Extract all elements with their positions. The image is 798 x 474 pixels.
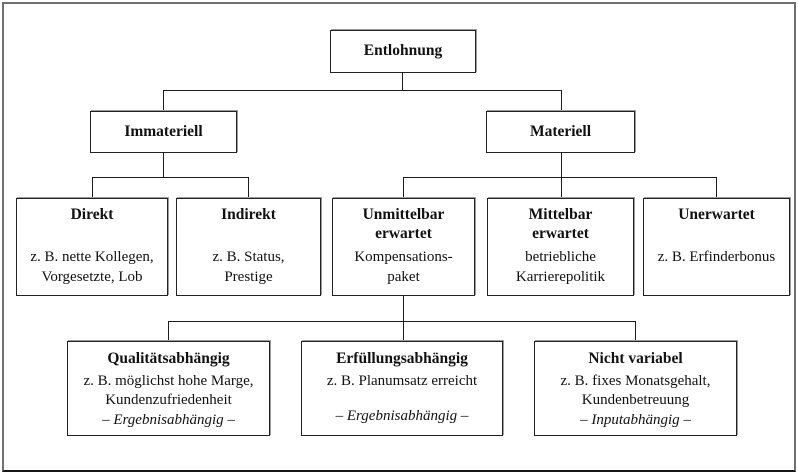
connector-materiell-stem <box>561 153 562 198</box>
node-title: Materiell <box>529 122 592 140</box>
connector-root-stem <box>402 73 403 91</box>
node-example-text: z. B. Planumsatz erreicht <box>326 372 478 389</box>
node-nicht-variabel: Nicht variabel z. B. fixes Monatsgehalt,… <box>534 341 737 436</box>
node-title: Direkt <box>70 206 114 223</box>
connector-to-unmittelbar <box>403 177 404 198</box>
node-unerwartet: Unerwartet z. B. Erfinderbonus <box>643 198 790 296</box>
node-title: Entlohnung <box>363 42 443 60</box>
node-entlohnung: Entlohnung <box>330 30 476 73</box>
node-title: Unerwartet <box>678 206 755 223</box>
connector-level4-rail <box>168 321 636 322</box>
node-title: Immateriell <box>124 122 203 140</box>
connector-to-unerwartet <box>716 177 717 198</box>
node-example-text: z. B. fixes Monatsgehalt, Kundenbetreuun… <box>560 372 711 409</box>
node-title: Indirekt <box>221 206 276 223</box>
node-qualitaetsabhaengig: Qualitätsabhängig z. B. möglichst hohe M… <box>67 341 270 436</box>
connector-level2-rail <box>163 90 562 91</box>
node-materiell: Materiell <box>486 111 635 153</box>
node-category-note: – Inputabhängig – <box>580 411 691 428</box>
connector-to-materiell <box>561 90 562 112</box>
node-title: Mittelbar erwartet <box>528 206 593 242</box>
connector-unmittelbar-stem <box>403 296 404 341</box>
connector-level3-left-rail <box>92 177 249 178</box>
node-example-text: z. B. möglichst hohe Marge, Kundenzufrie… <box>83 372 254 409</box>
node-immateriell: Immateriell <box>90 111 237 153</box>
connector-to-qualitaetsabhaengig <box>168 321 169 341</box>
node-direkt: Direkt z. B. nette Kollegen, Vorgesetzte… <box>16 198 168 296</box>
node-title: Unmittelbar erwartet <box>362 206 445 242</box>
node-title: Erfüllungsabhängig <box>336 350 468 367</box>
connector-to-nicht-variabel <box>635 321 636 341</box>
node-category-note: – Ergebnisabhängig – <box>335 408 469 425</box>
node-category-note: – Ergebnisabhängig – <box>102 411 235 428</box>
node-title: Nicht variabel <box>588 350 683 367</box>
connector-immateriell-stem <box>163 153 164 178</box>
connector-to-indirekt <box>248 177 249 198</box>
node-indirekt: Indirekt z. B. Status, Prestige <box>176 198 321 296</box>
node-example-text: Kompensations- paket <box>354 249 453 285</box>
node-example-text: z. B. Status, Prestige <box>212 249 285 285</box>
node-unmittelbar-erwartet: Unmittelbar erwartet Kompensations- pake… <box>332 198 475 296</box>
connector-to-immateriell <box>163 90 164 112</box>
connector-level3-right-rail <box>403 177 717 178</box>
node-title: Qualitätsabhängig <box>107 350 230 367</box>
node-example-text: betriebliche Karrierepolitik <box>515 249 606 285</box>
node-example-text: z. B. Erfinderbonus <box>657 249 776 265</box>
node-erfuellungsabhaengig: Erfüllungsabhängig z. B. Planumsatz erre… <box>301 341 503 436</box>
node-mittelbar-erwartet: Mittelbar erwartet betriebliche Karriere… <box>487 198 634 296</box>
connector-to-direkt <box>92 177 93 198</box>
node-example-text: z. B. nette Kollegen, Vorgesetzte, Lob <box>30 249 154 285</box>
